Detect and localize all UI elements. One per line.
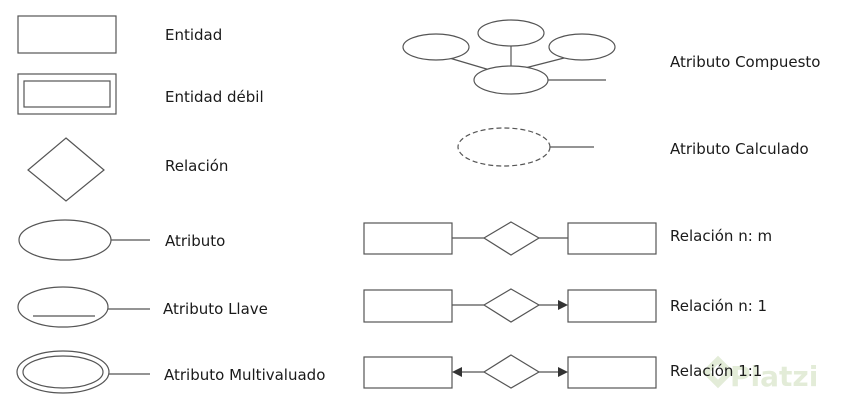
many-to-one-symbol: [363, 288, 657, 323]
many-to-many-symbol: [363, 221, 657, 256]
watermark-text: Platzi: [730, 360, 818, 393]
composite-attribute-symbol: [402, 19, 616, 95]
weak-entity-label: Entidad débil: [165, 88, 264, 106]
one-to-one-label: Relación 1:1: [670, 362, 762, 380]
attribute-symbol: [18, 219, 150, 261]
arrowhead-icon: [558, 300, 568, 310]
relationship-label: Relación: [165, 157, 228, 175]
many-to-many-label: Relación n: m: [670, 227, 772, 245]
relationship-symbol: [27, 137, 105, 202]
multivalued-attribute-label: Atributo Multivaluado: [164, 366, 325, 384]
derived-attribute-label: Atributo Calculado: [670, 140, 809, 158]
attribute-label: Atributo: [165, 232, 225, 250]
one-to-one-symbol: [363, 354, 657, 389]
multivalued-attribute-symbol: [16, 350, 150, 394]
entity-label: Entidad: [165, 26, 222, 44]
key-attribute-symbol: [17, 286, 150, 328]
platzi-logo-icon: [701, 355, 735, 389]
weak-entity-symbol: [17, 73, 117, 115]
platzi-watermark: Platzi: [701, 355, 818, 393]
many-to-one-label: Relación n: 1: [670, 297, 767, 315]
arrowhead-right-icon: [558, 367, 568, 377]
key-attribute-label: Atributo Llave: [163, 300, 268, 318]
composite-attribute-label: Atributo Compuesto: [670, 53, 820, 71]
derived-attribute-symbol: [457, 127, 594, 167]
arrowhead-left-icon: [452, 367, 462, 377]
entity-symbol: [17, 15, 117, 54]
